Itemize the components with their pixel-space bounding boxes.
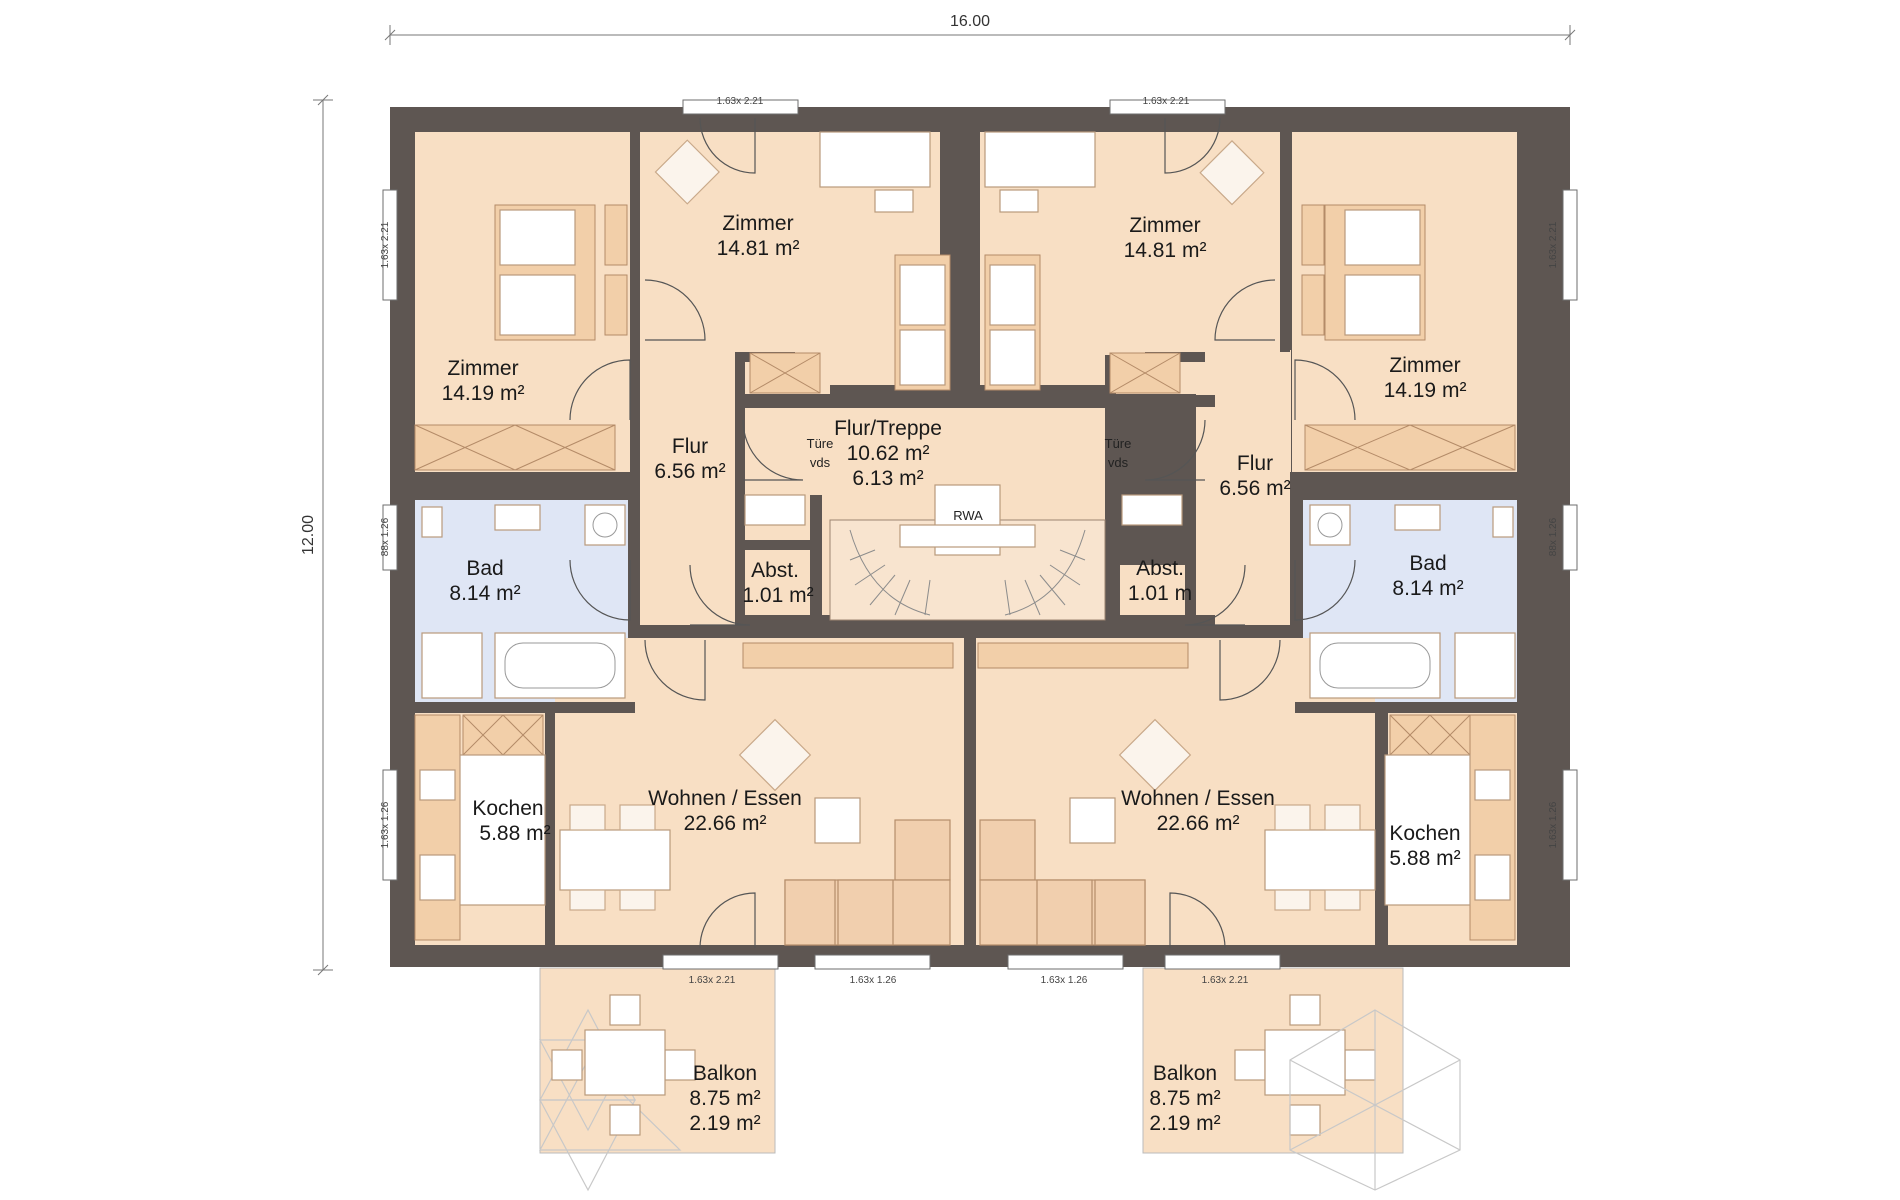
flur-left-name: Flur bbox=[672, 435, 708, 458]
balkon-right-name: Balkon bbox=[1153, 1062, 1217, 1085]
tuere-right-line2: vds bbox=[1108, 455, 1129, 470]
window-label-bottom-balcony-left: 1.63x 2.21 bbox=[689, 975, 736, 986]
height-dimension: 12.00 bbox=[300, 515, 317, 555]
abst-right-area: 1.01 m bbox=[1128, 582, 1192, 605]
window-label-left-upper: 1.63x 2.21 bbox=[380, 221, 391, 268]
balkon-right-area: 8.75 m² bbox=[1149, 1087, 1220, 1110]
zimmer-tcr-area: 14.81 m² bbox=[1124, 239, 1207, 262]
tuere-right-line1: Türe bbox=[1105, 436, 1132, 451]
flur-right-name: Flur bbox=[1237, 452, 1273, 475]
width-dimension: 16.00 bbox=[950, 13, 990, 30]
flur-treppe-area: 10.62 m² bbox=[847, 442, 930, 465]
abst-right-name: Abst. bbox=[1136, 557, 1184, 580]
tuere-left-line1: Türe bbox=[807, 436, 834, 451]
balkon-left-area: 8.75 m² bbox=[689, 1087, 760, 1110]
window-label-left-kitchen: 1.63x 1.26 bbox=[380, 801, 391, 848]
window-label-left-bath: 88x 1.26 bbox=[380, 517, 391, 556]
staircase: RWA bbox=[829, 484, 1106, 621]
furniture bbox=[414, 131, 1516, 946]
window-label-bottom-living-left: 1.63x 1.26 bbox=[850, 975, 897, 986]
rwa-label: RWA bbox=[953, 508, 983, 523]
balcony-left bbox=[539, 967, 776, 1192]
zimmer-tl-name: Zimmer bbox=[447, 357, 518, 380]
flur-treppe-area2: 6.13 m² bbox=[852, 467, 923, 490]
kochen-left-area: 5.88 m² bbox=[479, 822, 550, 845]
window-label-bottom-balcony-right: 1.63x 2.21 bbox=[1202, 975, 1249, 986]
dimension-lines: 16.00 12.00 bbox=[300, 13, 1576, 976]
bad-left-name: Bad bbox=[466, 557, 503, 580]
flur-right-area: 6.56 m² bbox=[1219, 477, 1290, 500]
bad-right-area: 8.14 m² bbox=[1392, 577, 1463, 600]
windows: 1.63x 2.21 1.63x 2.21 1.63x 2.21 1.63x 2… bbox=[380, 96, 1578, 986]
kochen-left-name: Kochen bbox=[472, 797, 543, 820]
flur-treppe-name: Flur/Treppe bbox=[834, 417, 942, 440]
kochen-right-name: Kochen bbox=[1389, 822, 1460, 845]
bad-right-name: Bad bbox=[1409, 552, 1446, 575]
zimmer-tcl-area: 14.81 m² bbox=[717, 237, 800, 260]
balcony-right bbox=[1142, 967, 1461, 1191]
tuere-left-line2: vds bbox=[810, 455, 831, 470]
doors bbox=[569, 117, 1356, 949]
window-label-top-left: 1.63x 2.21 bbox=[717, 96, 764, 107]
wohnen-right-area: 22.66 m² bbox=[1157, 812, 1240, 835]
room-labels: Zimmer 14.19 m² Zimmer 14.81 m² Zimmer 1… bbox=[442, 212, 1467, 1135]
wohnen-right-name: Wohnen / Essen bbox=[1121, 787, 1275, 810]
zimmer-tcl-name: Zimmer bbox=[722, 212, 793, 235]
abst-left-name: Abst. bbox=[751, 559, 799, 582]
window-label-bottom-living-right: 1.63x 1.26 bbox=[1041, 975, 1088, 986]
kochen-right-area: 5.88 m² bbox=[1389, 847, 1460, 870]
flur-left-area: 6.56 m² bbox=[654, 460, 725, 483]
balkon-left-name: Balkon bbox=[693, 1062, 757, 1085]
window-label-right-bath: 88x 1.26 bbox=[1548, 517, 1559, 556]
zimmer-tl-area: 14.19 m² bbox=[442, 382, 525, 405]
window-label-right-kitchen: 1.63x 1.26 bbox=[1548, 801, 1559, 848]
bad-left-area: 8.14 m² bbox=[449, 582, 520, 605]
zimmer-tr-area: 14.19 m² bbox=[1384, 379, 1467, 402]
wohnen-left-name: Wohnen / Essen bbox=[648, 787, 802, 810]
balkon-left-area2: 2.19 m² bbox=[689, 1112, 760, 1135]
zimmer-tcr-name: Zimmer bbox=[1129, 214, 1200, 237]
balkon-right-area2: 2.19 m² bbox=[1149, 1112, 1220, 1135]
zimmer-tr-name: Zimmer bbox=[1389, 354, 1460, 377]
wohnen-left-area: 22.66 m² bbox=[684, 812, 767, 835]
window-label-right-upper: 1.63x 2.21 bbox=[1548, 221, 1559, 268]
window-label-top-right: 1.63x 2.21 bbox=[1143, 96, 1190, 107]
abst-left-area: 1.01 m² bbox=[742, 584, 813, 607]
